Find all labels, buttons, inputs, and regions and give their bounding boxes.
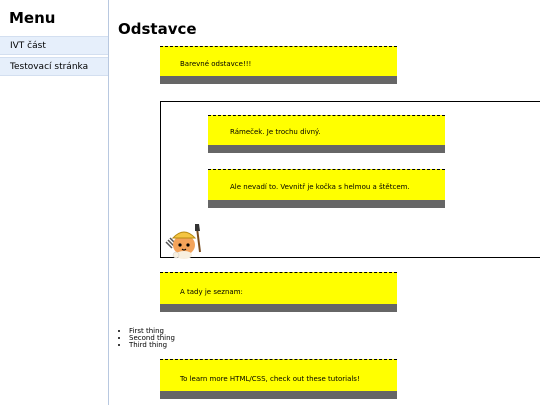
paragraph-text: Barevné odstavce!!! bbox=[180, 60, 252, 68]
paragraph-box: To learn more HTML/CSS, check out these … bbox=[160, 359, 397, 399]
framed-box: Rámeček. Je trochu divný. Ale nevadí to.… bbox=[160, 101, 540, 258]
paragraph-text: Ale nevadí to. Vevnitř je kočka s helmou… bbox=[230, 183, 410, 191]
sidebar-title: Menu bbox=[9, 9, 56, 27]
paragraph-box: A tady je seznam: bbox=[160, 272, 397, 312]
list-item: Third thing bbox=[129, 342, 175, 349]
list-item: Second thing bbox=[129, 335, 175, 342]
paragraph-text: To learn more HTML/CSS, check out these … bbox=[180, 375, 360, 383]
sidebar: Menu IVT část Testovací stránka bbox=[0, 0, 109, 405]
page-title: Odstavce bbox=[118, 20, 197, 38]
paragraph-text: A tady je seznam: bbox=[180, 288, 243, 296]
paragraph-box: Rámeček. Je trochu divný. bbox=[208, 115, 445, 153]
paragraph-box: Ale nevadí to. Vevnitř je kočka s helmou… bbox=[208, 169, 445, 208]
sidebar-item-ivt[interactable]: IVT část bbox=[0, 36, 108, 55]
bullet-list: First thing Second thing Third thing bbox=[116, 328, 175, 349]
paragraph-text: Rámeček. Je trochu divný. bbox=[230, 128, 321, 136]
list-item: First thing bbox=[129, 328, 175, 335]
cat-with-helmet-and-brush-image bbox=[165, 224, 201, 259]
paragraph-box: Barevné odstavce!!! bbox=[160, 46, 397, 84]
sidebar-item-test-page[interactable]: Testovací stránka bbox=[0, 57, 108, 76]
